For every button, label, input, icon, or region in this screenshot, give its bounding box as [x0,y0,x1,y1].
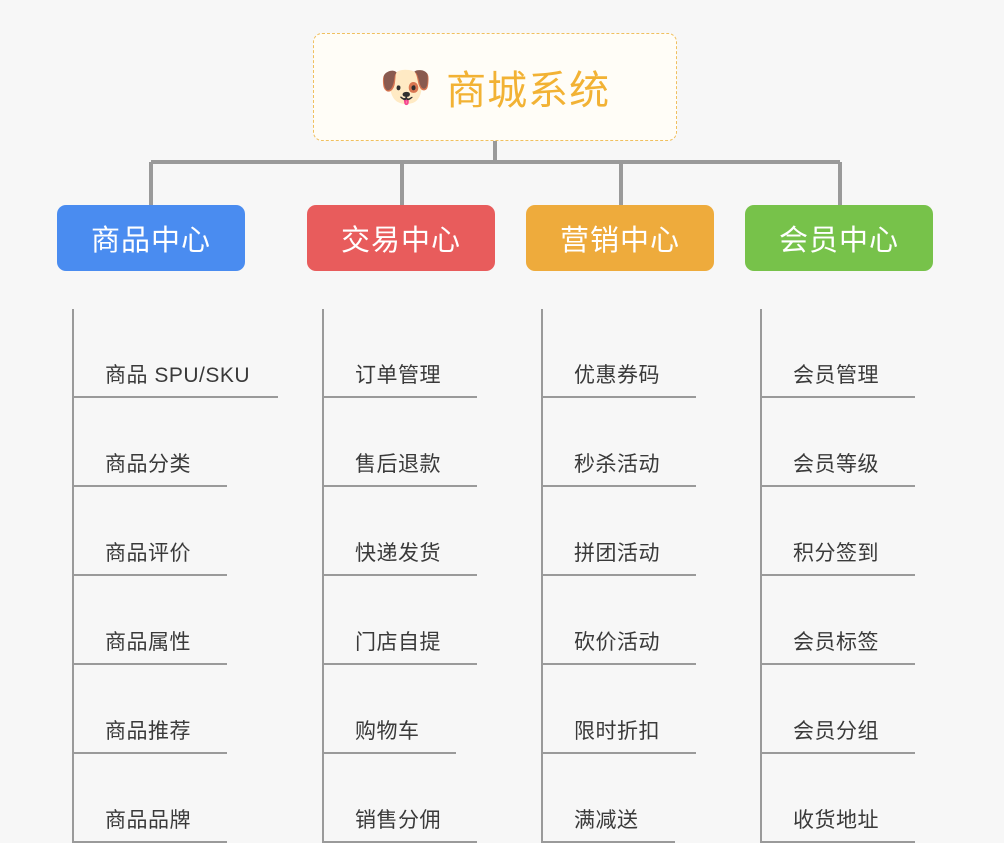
leaf-item-label: 砍价活动 [574,631,660,654]
trunk-line [72,309,74,843]
category-label: 营销中心 [559,225,680,257]
trunk-line [541,309,543,843]
leaf-item-label: 快递发货 [355,542,441,565]
category-box-member-center[interactable]: 会员中心 [745,205,933,271]
leaf-item[interactable]: 购物车 [322,665,542,754]
leaf-list-trade-center: 订单管理售后退款快递发货门店自提购物车销售分佣 [322,309,542,843]
leaf-item[interactable]: 销售分佣 [322,754,542,843]
leaf-item-underline [760,485,915,487]
leaf-item-label: 优惠券码 [574,364,660,387]
leaf-item-underline [541,396,696,398]
leaf-item[interactable]: 售后退款 [322,398,542,487]
leaf-item-label: 商品推荐 [105,720,191,743]
leaf-item[interactable]: 积分签到 [760,487,980,576]
leaf-item-underline [760,574,915,576]
leaf-item-label: 会员标签 [793,631,879,654]
leaf-item-underline [322,663,477,665]
leaf-item-label: 商品品牌 [105,809,191,832]
leaf-item[interactable]: 商品分类 [72,398,292,487]
leaf-item-label: 会员等级 [793,453,879,476]
leaf-item-underline [541,485,696,487]
leaf-item[interactable]: 商品推荐 [72,665,292,754]
leaf-item[interactable]: 商品 SPU/SKU [72,309,292,398]
leaf-item-label: 积分签到 [793,542,879,565]
leaf-item[interactable]: 商品品牌 [72,754,292,843]
category-label: 会员中心 [778,225,899,257]
leaf-item[interactable]: 会员标签 [760,576,980,665]
leaf-item[interactable]: 商品评价 [72,487,292,576]
leaf-item-underline [72,396,278,398]
trunk-line [322,309,324,843]
leaf-item[interactable]: 商品属性 [72,576,292,665]
leaf-item-underline [760,396,915,398]
leaf-item-label: 满减送 [574,809,639,832]
category-label: 交易中心 [340,225,461,257]
leaf-item-label: 会员分组 [793,720,879,743]
leaf-item-underline [541,752,696,754]
leaf-item-label: 限时折扣 [574,720,660,743]
leaf-item-underline [322,574,477,576]
category-box-marketing-center[interactable]: 营销中心 [526,205,714,271]
category-box-trade-center[interactable]: 交易中心 [307,205,495,271]
leaf-item[interactable]: 会员管理 [760,309,980,398]
leaf-list-product-center: 商品 SPU/SKU 商品分类商品评价商品属性商品推荐商品品牌 [72,309,292,843]
root-node-title: 商城系统 [446,69,611,113]
leaf-list-marketing-center: 优惠券码秒杀活动拼团活动砍价活动限时折扣满减送 [541,309,761,843]
leaf-list-member-center: 会员管理会员等级积分签到会员标签会员分组收货地址 [760,309,980,843]
leaf-item-label: 购物车 [355,720,420,743]
leaf-item[interactable]: 门店自提 [322,576,542,665]
leaf-item-underline [322,752,456,754]
leaf-item[interactable]: 收货地址 [760,754,980,843]
shiba-dog-icon: 🐶 [379,63,433,110]
leaf-item-label: 收货地址 [793,809,879,832]
leaf-item-underline [72,485,227,487]
leaf-item-underline [760,752,915,754]
leaf-item-underline [322,485,477,487]
leaf-item-underline [72,752,227,754]
leaf-item-label: 售后退款 [355,453,441,476]
leaf-item[interactable]: 拼团活动 [541,487,761,576]
leaf-item-label: 门店自提 [355,631,441,654]
leaf-item-underline [72,574,227,576]
leaf-item-underline [541,663,696,665]
leaf-item-label: 会员管理 [793,364,879,387]
leaf-item-label: 秒杀活动 [574,453,660,476]
leaf-item-underline [72,663,227,665]
leaf-item-label: 商品分类 [105,453,191,476]
leaf-item-label: 商品 SPU/SKU [105,364,251,387]
branch-column-marketing-center: 营销中心 优惠券码秒杀活动拼团活动砍价活动限时折扣满减送 [526,205,714,843]
leaf-item[interactable]: 订单管理 [322,309,542,398]
leaf-item[interactable]: 限时折扣 [541,665,761,754]
trunk-line [760,309,762,843]
leaf-item-label: 订单管理 [355,364,441,387]
category-label: 商品中心 [90,225,211,257]
leaf-item[interactable]: 会员等级 [760,398,980,487]
leaf-item[interactable]: 砍价活动 [541,576,761,665]
leaf-item-label: 商品属性 [105,631,191,654]
leaf-item[interactable]: 会员分组 [760,665,980,754]
root-node[interactable]: 🐶 商城系统 [313,33,677,141]
leaf-item-label: 销售分佣 [355,809,441,832]
leaf-item[interactable]: 快递发货 [322,487,542,576]
branch-column-product-center: 商品中心 商品 SPU/SKU 商品分类商品评价商品属性商品推荐商品品牌 [57,205,278,843]
leaf-item[interactable]: 秒杀活动 [541,398,761,487]
leaf-item-label: 商品评价 [105,542,191,565]
leaf-item-underline [322,396,477,398]
leaf-item-underline [760,663,915,665]
branch-column-trade-center: 交易中心 订单管理售后退款快递发货门店自提购物车销售分佣 [307,205,495,843]
branch-column-member-center: 会员中心 会员管理会员等级积分签到会员标签会员分组收货地址 [745,205,933,843]
leaf-item[interactable]: 优惠券码 [541,309,761,398]
leaf-item-underline [541,574,696,576]
leaf-item[interactable]: 满减送 [541,754,761,843]
leaf-item-label: 拼团活动 [574,542,660,565]
category-box-product-center[interactable]: 商品中心 [57,205,245,271]
